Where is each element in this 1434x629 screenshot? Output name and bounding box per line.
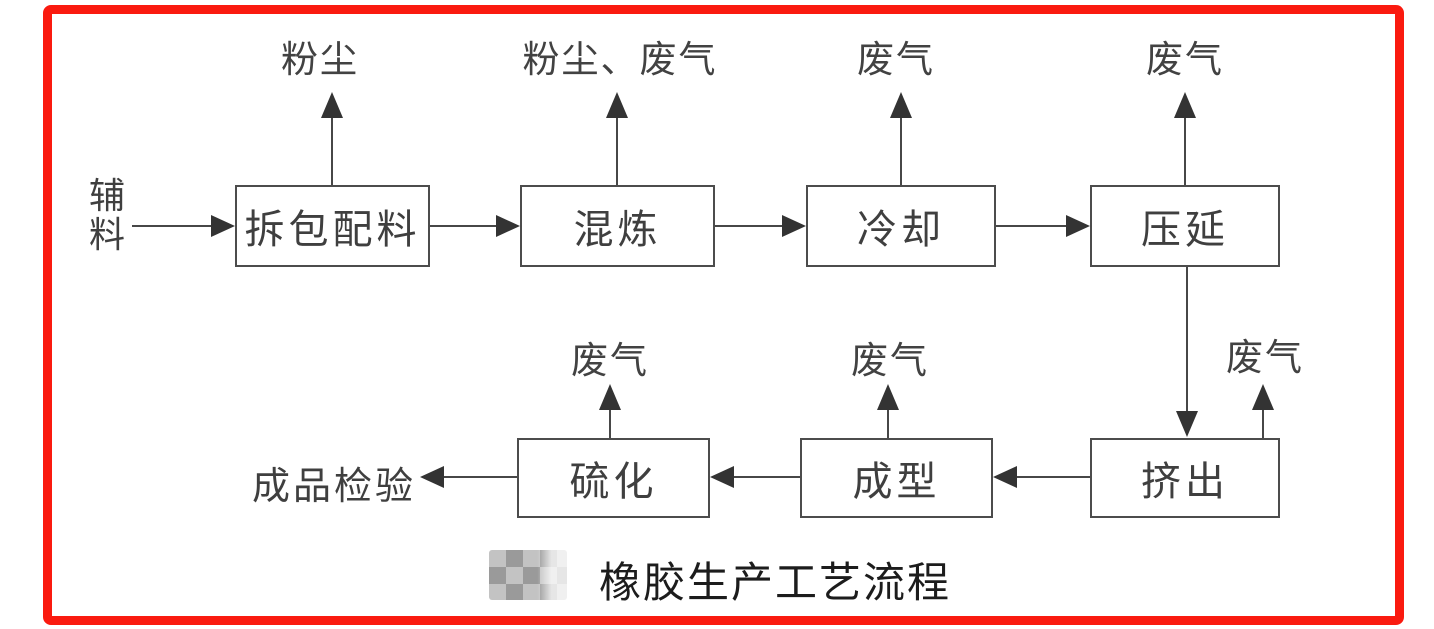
figure-caption: 橡胶生产工艺流程	[599, 558, 952, 607]
emission-line-forming	[887, 410, 889, 438]
arrowhead-up-icon	[890, 92, 912, 118]
emission-label-waste-gas-vulcanization: 废气	[571, 339, 649, 382]
process-node-unpack-batching: 拆包配料	[235, 185, 430, 267]
process-node-vulcanization: 硫化	[517, 438, 710, 518]
redacted-mosaic-block	[489, 550, 567, 600]
connector-calendering-to-extrusion	[1186, 267, 1188, 411]
arrowhead-right-icon	[782, 215, 806, 237]
arrowhead-right-icon	[1066, 215, 1090, 237]
arrowhead-left-icon	[710, 466, 734, 488]
emission-line-unpack	[331, 118, 333, 185]
process-node-cooling: 冷却	[806, 185, 996, 267]
emission-label-dust-waste-gas: 粉尘、废气	[522, 38, 718, 81]
arrowhead-up-icon	[321, 92, 343, 118]
output-label-product-inspection: 成品检验	[252, 464, 417, 508]
arrowhead-up-icon	[599, 384, 621, 410]
connector-extrusion-to-forming	[1017, 476, 1090, 478]
process-node-forming: 成型	[800, 438, 993, 518]
arrowhead-left-icon	[420, 466, 444, 488]
emission-label-waste-gas-cooling: 废气	[857, 38, 935, 81]
process-node-mixing: 混炼	[520, 185, 715, 267]
emission-label-waste-gas-forming: 废气	[851, 339, 929, 382]
connector-unpack-to-mixing	[430, 225, 496, 227]
connector-cooling-to-calendering	[996, 225, 1066, 227]
process-node-calendering: 压延	[1090, 185, 1280, 267]
emission-label-waste-gas-calendering: 废气	[1146, 38, 1224, 81]
arrowhead-up-icon	[1174, 92, 1196, 118]
process-node-extrusion: 挤出	[1090, 438, 1280, 518]
arrowhead-right-icon	[496, 215, 520, 237]
emission-line-cooling	[900, 118, 902, 185]
arrowhead-right-icon	[211, 215, 235, 237]
emission-line-calendering	[1184, 118, 1186, 185]
connector-vulcanization-to-inspection	[444, 476, 517, 478]
connector-input-to-unpack	[132, 225, 215, 227]
arrowhead-down-icon	[1176, 411, 1198, 437]
arrowhead-up-icon	[606, 92, 628, 118]
connector-forming-to-vulcanization	[734, 476, 800, 478]
emission-label-dust: 粉尘	[281, 38, 359, 81]
arrowhead-up-icon	[1252, 384, 1274, 410]
emission-line-extrusion	[1262, 410, 1264, 438]
emission-line-mixing	[616, 118, 618, 185]
emission-line-vulcanization	[609, 410, 611, 438]
emission-label-waste-gas-extrusion: 废气	[1226, 336, 1304, 379]
input-label-auxiliary-materials: 辅料	[88, 176, 125, 256]
arrowhead-left-icon	[993, 466, 1017, 488]
connector-mixing-to-cooling	[715, 225, 782, 227]
arrowhead-up-icon	[877, 384, 899, 410]
